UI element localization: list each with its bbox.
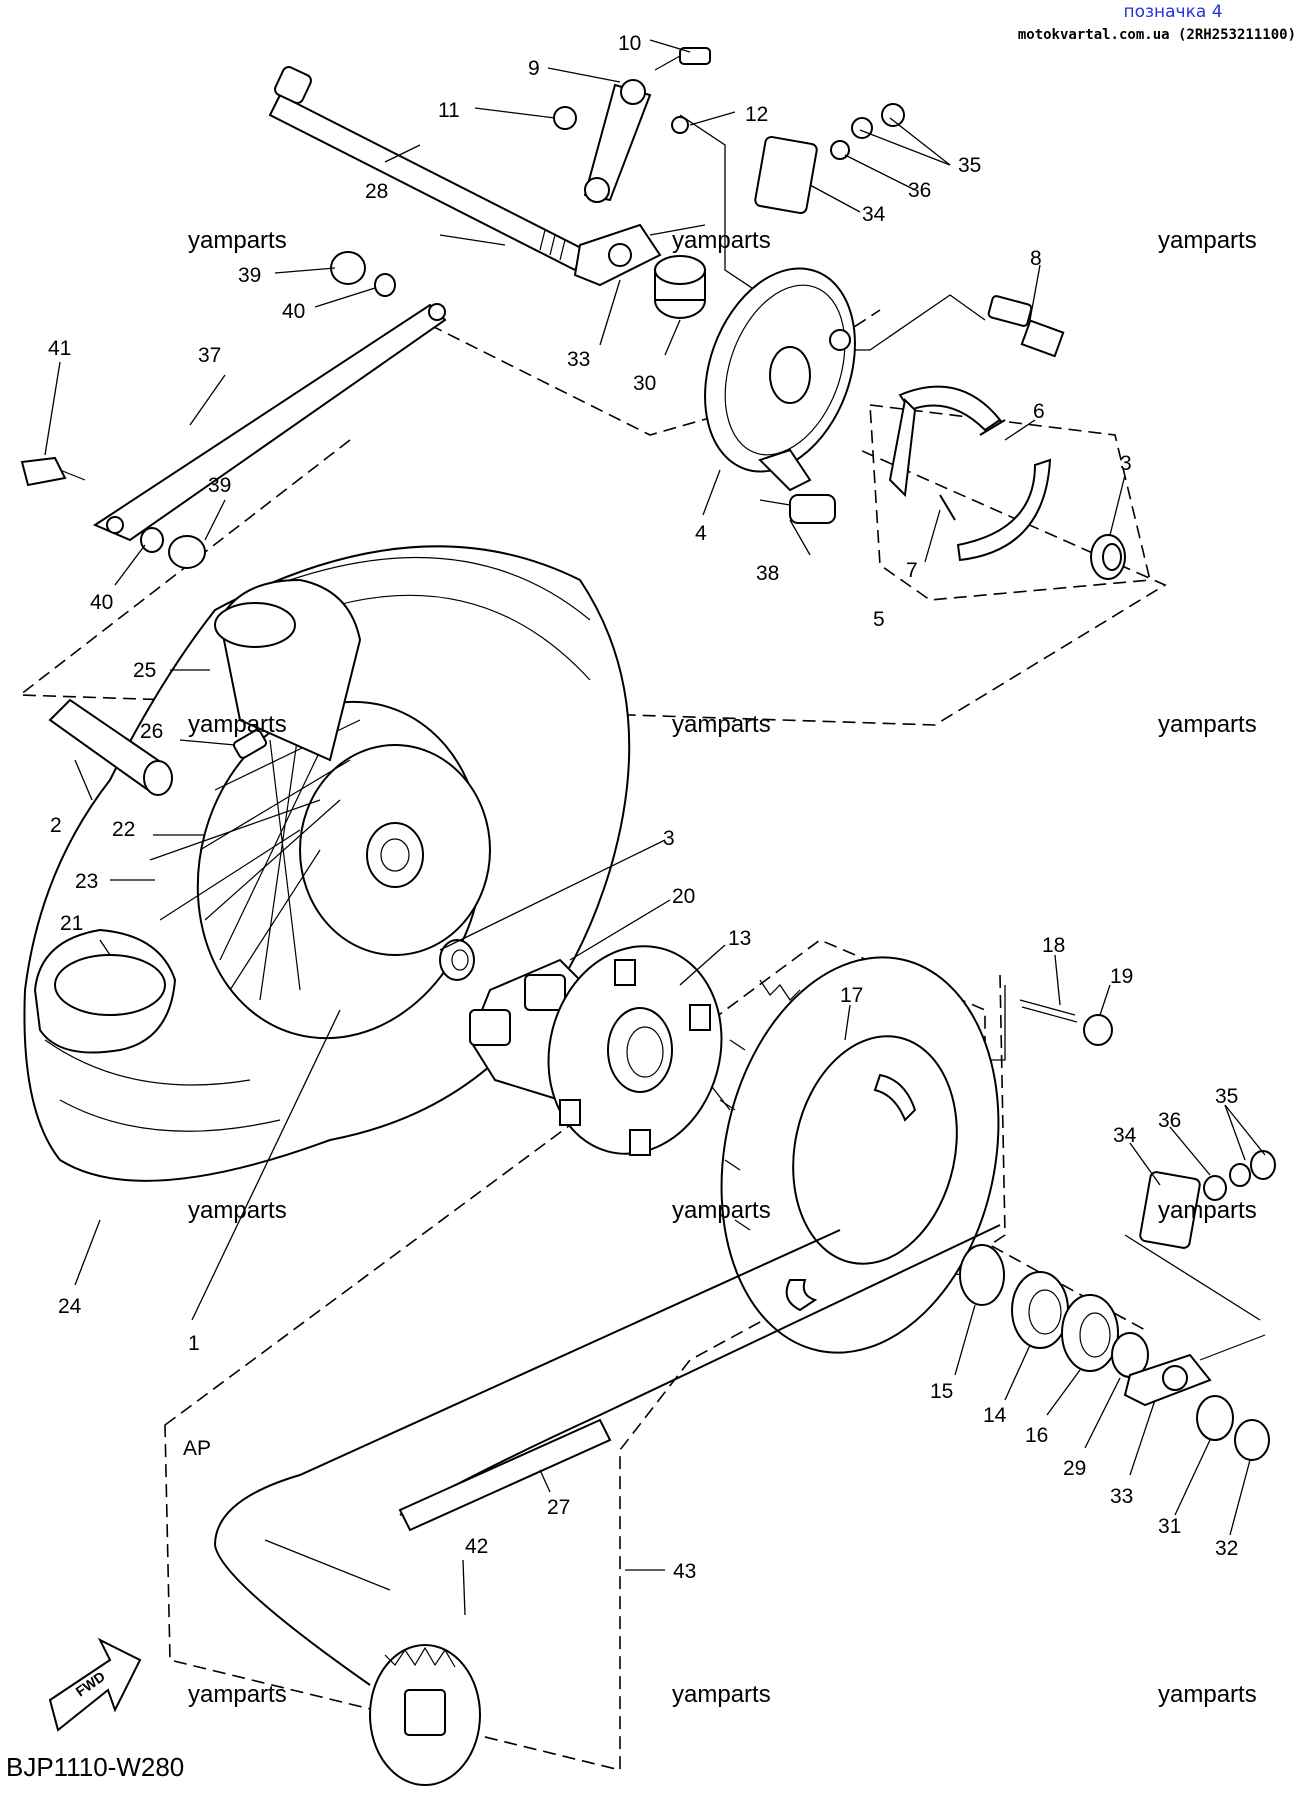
callout-17: 17: [840, 984, 863, 1007]
callout-2: 2: [50, 814, 62, 837]
callout-21: 21: [60, 912, 83, 935]
fwd-arrow: FWD: [48, 1637, 142, 1732]
adjuster-block-upper: [754, 103, 905, 215]
watermark: yamparts: [672, 711, 771, 738]
callout-18: 18: [1042, 934, 1065, 957]
callout-11: 11: [438, 99, 460, 122]
callout-20: 20: [672, 885, 695, 908]
callout-7: 7: [906, 559, 918, 582]
watermarks: yamparts yamparts yamparts yamparts yamp…: [188, 227, 1257, 1708]
callout-38: 38: [756, 562, 779, 585]
callout-12: 12: [745, 103, 768, 126]
callout-35: 35: [958, 154, 981, 177]
callout-25: 25: [133, 659, 156, 682]
rear-sprocket: [719, 956, 1000, 1354]
callout-37: 37: [198, 344, 221, 367]
callout-13: 13: [728, 927, 751, 950]
rear-axle: [268, 66, 587, 272]
watermark: yamparts: [672, 227, 771, 254]
brake-shoes: [888, 385, 1052, 562]
spacer: [48, 698, 173, 796]
bearing-upper: [1090, 534, 1126, 580]
watermark: yamparts: [1158, 1681, 1257, 1708]
assembly-tag: AP: [183, 1437, 211, 1460]
nut-washer-upper: [330, 251, 396, 297]
callout-40: 40: [282, 300, 305, 323]
callout-16: 16: [1025, 1424, 1048, 1447]
callout-39: 39: [238, 264, 261, 287]
watermark: yamparts: [188, 1681, 287, 1708]
wheel-hub-spokes: [149, 700, 491, 1040]
watermark: yamparts: [188, 711, 287, 738]
watermark: yamparts: [1158, 1197, 1257, 1224]
drive-sprocket: [369, 1644, 481, 1786]
brake-cam-lever-parts: [553, 47, 711, 203]
brake-camshaft: [987, 295, 1065, 358]
watermark: yamparts: [672, 1681, 771, 1708]
callout-19: 19: [1110, 965, 1133, 988]
callout-4: 4: [695, 522, 707, 545]
adjuster-block-lower: [1139, 1150, 1276, 1249]
watermark: yamparts: [188, 1197, 287, 1224]
header-source: motokvartal.com.ua (2RH253211100): [1017, 27, 1296, 43]
callout-39: 39: [208, 474, 231, 497]
callout-26: 26: [140, 720, 163, 743]
hub-bearings: [959, 1244, 1149, 1378]
callout-43: 43: [673, 1560, 696, 1583]
callout-34: 34: [862, 203, 886, 226]
callout-31: 31: [1158, 1515, 1181, 1538]
bearing-lower: [439, 939, 475, 981]
callout-6: 6: [1033, 400, 1045, 423]
callout-15: 15: [930, 1380, 953, 1403]
callout-33: 33: [567, 348, 590, 371]
callout-42: 42: [465, 1535, 488, 1558]
callout-29: 29: [1063, 1457, 1086, 1480]
assembly-outlines: [17, 309, 1167, 1772]
callout-24: 24: [58, 1295, 82, 1318]
watermark: yamparts: [1158, 227, 1257, 254]
watermark: yamparts: [1158, 711, 1257, 738]
part-callouts: 10 9 11 12 35 36 34 28 39 40 33 30 8 37 …: [48, 32, 1238, 1583]
callout-14: 14: [983, 1404, 1007, 1427]
callout-3: 3: [663, 827, 675, 850]
drive-chain: [213, 1224, 1001, 1686]
callout-27: 27: [547, 1496, 570, 1519]
callout-32: 32: [1215, 1537, 1238, 1560]
clutch-hub: [547, 945, 723, 1156]
tension-bar: [20, 303, 447, 569]
callout-23: 23: [75, 870, 98, 893]
callout-36: 36: [908, 179, 931, 202]
diagram-code: BJP1110-W280: [6, 1752, 185, 1782]
chain-puller-lower: [1123, 1334, 1270, 1461]
callout-41: 41: [48, 337, 71, 360]
callout-35: 35: [1215, 1085, 1238, 1108]
callout-22: 22: [112, 818, 135, 841]
brake-shoe-plate: [704, 267, 856, 524]
callout-40: 40: [90, 591, 113, 614]
inner-tube: [214, 578, 362, 762]
stud-and-nut: [1019, 999, 1113, 1046]
callout-1: 1: [188, 1332, 200, 1355]
callout-28: 28: [365, 180, 388, 203]
watermark: yamparts: [672, 1197, 771, 1224]
callout-leaders: [44, 39, 1266, 1616]
callout-9: 9: [528, 57, 540, 80]
watermark: yamparts: [188, 227, 287, 254]
callout-10: 10: [618, 32, 641, 55]
callout-30: 30: [633, 372, 656, 395]
callout-34: 34: [1113, 1124, 1137, 1147]
callout-8: 8: [1030, 247, 1042, 270]
header-label: позначка 4: [1123, 2, 1223, 22]
callout-36: 36: [1158, 1109, 1181, 1132]
callout-33: 33: [1110, 1485, 1133, 1508]
callout-3: 3: [1120, 452, 1132, 475]
callout-5: 5: [873, 608, 885, 631]
chain-puller-upper: [573, 223, 706, 319]
